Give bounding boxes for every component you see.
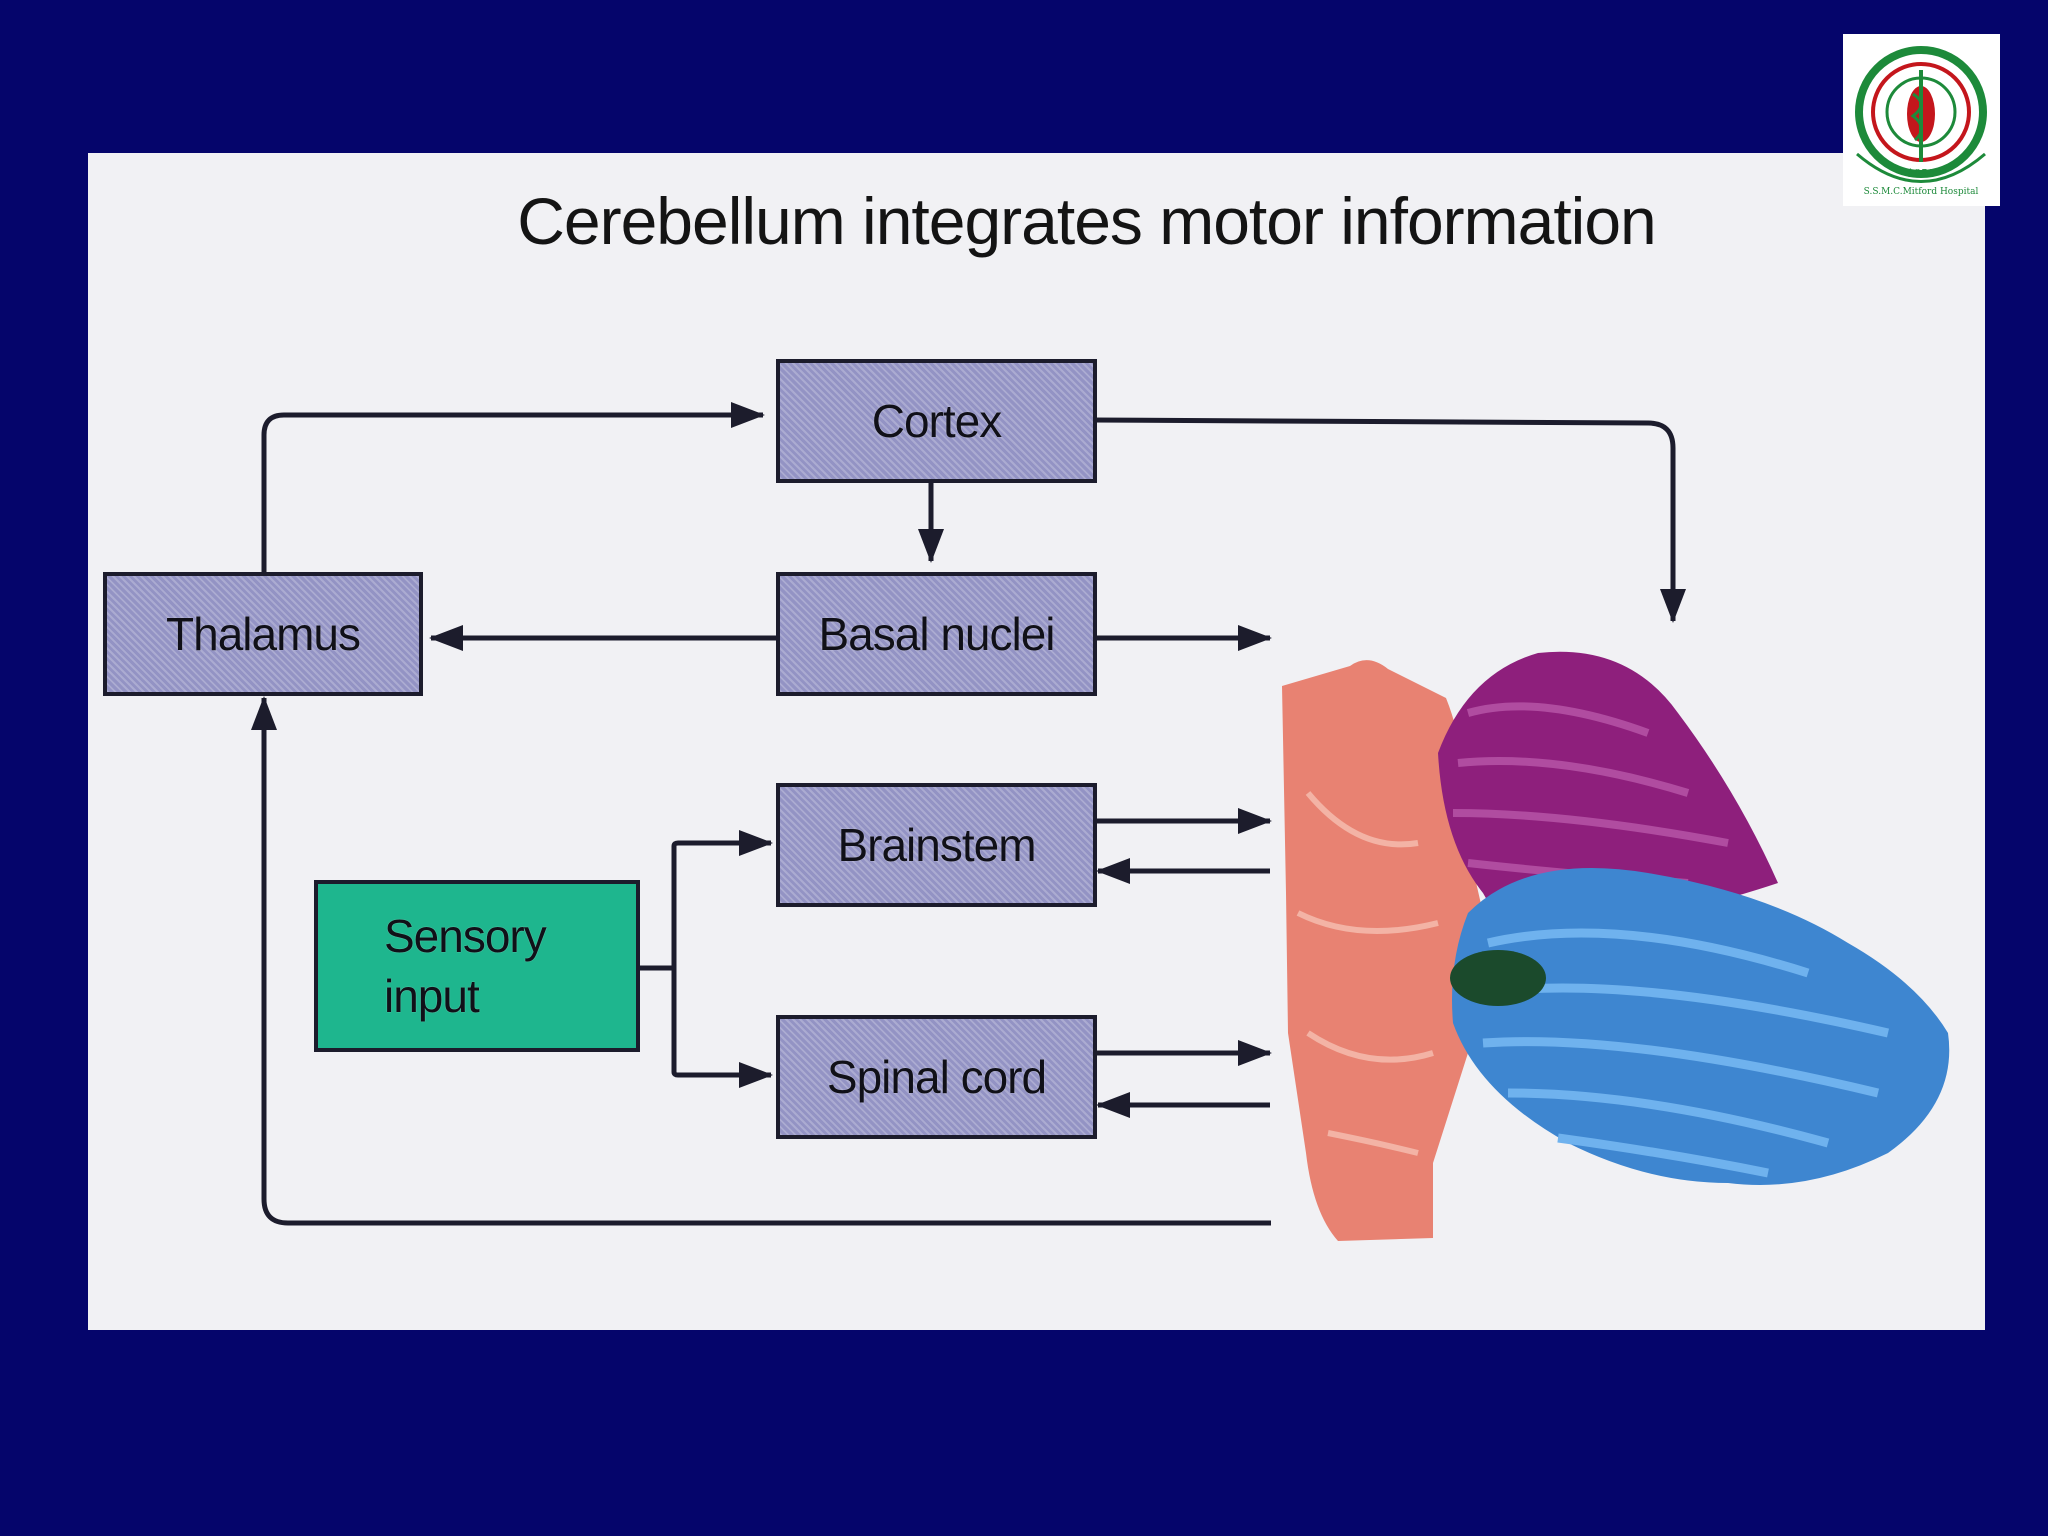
slide-title: Cerebellum integrates motor information	[517, 184, 1657, 258]
thalamus-box: Thalamus	[103, 572, 423, 696]
svg-text:S.S.M.C.Mitford Hospital: S.S.M.C.Mitford Hospital	[1864, 187, 1979, 197]
brainstem-box: Brainstem	[776, 783, 1097, 907]
diagram-panel: Cerebellum integrates motor information	[88, 153, 1985, 1330]
arrow-cerebellum-to-thalamus	[251, 696, 1271, 1226]
spinal-cord-box: Spinal cord	[776, 1015, 1097, 1139]
diagram-connectors	[251, 402, 1950, 1241]
hospital-logo-emblem: 1858 S.S.M.C.Mitford Hospital	[1855, 46, 1987, 197]
arrow-thalamus-to-cortex	[261, 402, 765, 573]
cerebellum-upper-lobe	[1438, 651, 1778, 929]
svg-text:1858: 1858	[1907, 167, 1935, 180]
sensory-input-box: Sensory input	[314, 880, 640, 1052]
sensory-input-line-1: Sensory	[384, 910, 547, 962]
cerebellum-lower-lobe	[1452, 868, 1950, 1185]
logo-text: S.S.M.C.Mitford Hospital	[1864, 187, 1979, 197]
basal-nuclei-box: Basal nuclei	[776, 572, 1097, 696]
brainstem-illustration	[1282, 660, 1483, 1241]
hospital-logo: 1858 S.S.M.C.Mitford Hospital	[1843, 34, 2000, 206]
arrow-sensory-to-spinal-cord	[671, 968, 773, 1088]
cerebellum-flocculus	[1450, 950, 1546, 1006]
cortex-box: Cortex	[776, 359, 1097, 483]
arrow-sensory-to-brainstem	[671, 830, 773, 968]
arrow-cortex-to-cerebellum	[1091, 417, 1686, 623]
logo-year: 1858	[1907, 167, 1935, 180]
sensory-input-line-2: input	[384, 970, 480, 1022]
cerebellum-illustration	[1282, 651, 1950, 1241]
